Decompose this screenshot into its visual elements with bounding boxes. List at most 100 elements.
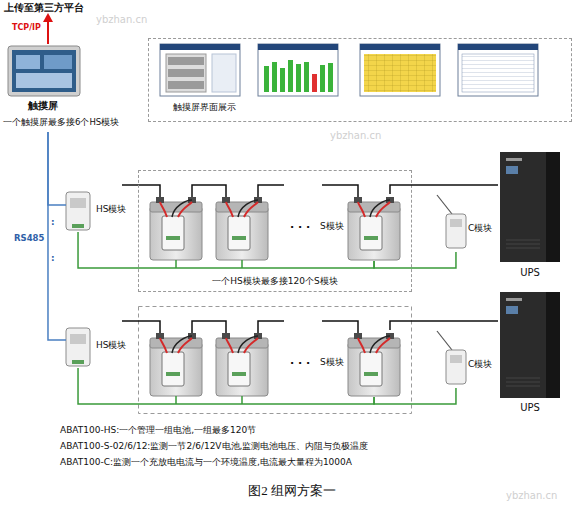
bar xyxy=(320,65,325,92)
model-note: ABAT100-C:监测一个充放电电流与一个环境温度,电流最大量程为1000A xyxy=(60,458,352,468)
connector-wire xyxy=(48,132,66,340)
data-table xyxy=(462,54,534,92)
screen-display xyxy=(12,50,76,92)
power-wire xyxy=(122,185,358,197)
figure-caption: 图2 组网方案一 xyxy=(0,484,584,498)
hs-body xyxy=(66,328,90,366)
ups-display xyxy=(506,306,518,314)
ups-logo xyxy=(506,298,522,301)
node-text: HS模块 xyxy=(96,205,126,215)
sensor-lead xyxy=(437,195,452,214)
c-panel xyxy=(450,355,462,363)
c-device xyxy=(446,350,466,384)
node-text: 一个HS模块最多接120个S模块 xyxy=(139,277,411,287)
hs-module: HS模块 xyxy=(66,190,138,232)
thumb-header xyxy=(258,44,338,50)
thumb-header xyxy=(160,44,240,50)
model-note: ABAT100-HS:一个管理一组电池,一组最多120节 xyxy=(60,426,256,436)
hs-port xyxy=(72,224,84,228)
sensor-lead xyxy=(437,331,452,350)
battery xyxy=(150,197,202,260)
bar xyxy=(328,63,333,92)
hs-panel xyxy=(70,198,86,208)
node-text: UPS xyxy=(498,267,562,278)
bar xyxy=(312,74,317,92)
rack-shelf xyxy=(168,69,204,77)
c-panel xyxy=(450,219,462,227)
battery-string: 一个HS模块最多接120个S模块 S模块 xyxy=(138,170,412,292)
bar xyxy=(280,68,285,92)
connector-wire xyxy=(374,388,456,404)
s-module: S模块 xyxy=(318,330,402,397)
thumb-header xyxy=(360,44,440,50)
bar xyxy=(272,62,277,92)
bus-dots: : xyxy=(51,218,55,228)
ups-cabinet: UPS xyxy=(498,290,562,415)
thumb-frame xyxy=(258,44,338,96)
power-wire xyxy=(122,321,358,333)
node-text: C模块 xyxy=(468,360,492,370)
screen-gallery: 触摸屏界面展示 xyxy=(148,38,572,122)
arrow-head xyxy=(43,13,53,22)
ups-display xyxy=(506,166,518,174)
c-module: C模块 xyxy=(444,346,496,388)
ups-device xyxy=(500,292,560,398)
connector-wire xyxy=(374,252,456,268)
upload-note: 上传至第三方平台 xyxy=(4,2,84,13)
node-text: UPS xyxy=(498,402,562,413)
thumb-frame xyxy=(160,44,240,96)
ups-side xyxy=(546,152,560,262)
screen-thumbnail xyxy=(160,44,240,96)
ups-cabinet: UPS xyxy=(498,150,562,280)
watermark: ybzhan.cn xyxy=(330,130,381,141)
hs-body xyxy=(66,192,90,230)
screen-tile xyxy=(44,55,72,69)
ellipsis: · · · xyxy=(290,222,310,234)
bar xyxy=(304,62,309,92)
thumb-header xyxy=(458,44,538,50)
rack-shelf xyxy=(168,57,204,65)
connector-wire xyxy=(390,185,498,194)
upload-arrow xyxy=(47,20,49,44)
ups-side xyxy=(546,292,560,398)
connector-wire xyxy=(78,232,374,268)
bar xyxy=(288,60,293,92)
ups-body xyxy=(500,292,560,398)
screen-bezel xyxy=(8,46,80,96)
ups-vent xyxy=(506,240,540,248)
ellipsis: · · · xyxy=(290,358,310,370)
connector-wire xyxy=(390,321,498,330)
bar xyxy=(296,64,301,92)
connector-wire xyxy=(48,132,66,205)
ups-logo xyxy=(506,158,522,161)
rack xyxy=(166,54,206,92)
node-text: S模块 xyxy=(320,222,344,232)
hs-module: HS模块 xyxy=(66,326,138,368)
screen-thumbnail xyxy=(360,44,440,96)
ups-body xyxy=(500,152,560,262)
c-body xyxy=(446,350,466,384)
ups-device xyxy=(500,152,560,262)
battery xyxy=(150,333,202,396)
battery xyxy=(348,333,400,396)
node-text: HS模块 xyxy=(96,341,126,351)
hs-device xyxy=(66,328,90,366)
data-grid xyxy=(364,54,436,92)
rack-shelf xyxy=(168,81,204,89)
bus-label: RS485 xyxy=(14,234,44,243)
bus-dots: : xyxy=(51,254,55,264)
connector-wire xyxy=(78,368,374,404)
node-text: C模块 xyxy=(468,224,492,234)
screen-tile xyxy=(16,55,40,69)
screen-thumbnail xyxy=(258,44,338,96)
thumb-frame xyxy=(458,44,538,96)
model-note: ABAT100-S-02/6/12:监测一节2/6/12V电池,监测电池电压、内… xyxy=(60,442,368,452)
bus-branch xyxy=(176,260,242,268)
info-panel xyxy=(212,54,236,92)
hs-port xyxy=(72,360,84,364)
watermark: ybzhan.cn xyxy=(96,14,147,25)
hs-panel xyxy=(70,334,86,344)
battery xyxy=(216,333,268,396)
